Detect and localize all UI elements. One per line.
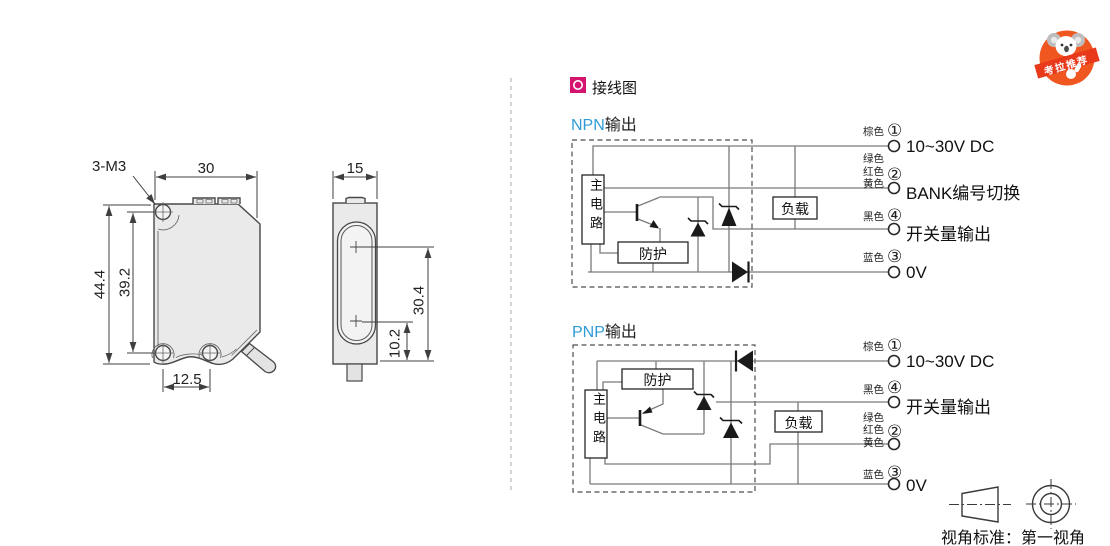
- koala-recommend-badge: [1034, 30, 1100, 86]
- npn-terminal-label: 开关量输出: [906, 225, 991, 244]
- pnp-emitter-arrow: [642, 406, 653, 414]
- thread-label: 3-M3: [92, 158, 127, 175]
- npn-load-label: 负载: [781, 201, 809, 217]
- npn-emitter-arrow: [649, 220, 659, 229]
- npn-load-box: [772, 196, 818, 220]
- pnp-load-box: [774, 410, 823, 433]
- pnp-main-circuit-label: 主电路: [591, 392, 606, 449]
- pnp-wire-color: 黑色: [863, 384, 884, 396]
- thread-leader-line: [132, 175, 156, 205]
- npn-zener1: [690, 222, 706, 237]
- npn-pin-number: ④: [887, 206, 903, 225]
- npn-circuit: [571, 139, 901, 288]
- page-title: 接线图: [592, 80, 638, 97]
- pnp-pin-number: ②: [887, 422, 903, 441]
- window-len-dim: 30.4: [410, 285, 428, 316]
- side-top-connector-bump: [345, 196, 366, 203]
- front-body-outline: [153, 203, 261, 366]
- pnp-terminal-label: 10~30V DC: [906, 352, 995, 371]
- pnp-circuit: [572, 344, 901, 493]
- section-bullet-icon: [570, 77, 586, 93]
- pnp-pin-number: ①: [887, 336, 903, 355]
- npn-wire-color: 蓝色: [863, 252, 884, 264]
- hole-pitch-h-dim: 12.5: [172, 371, 202, 388]
- pnp-protection-label: 防护: [643, 372, 672, 388]
- front-cable: [240, 342, 277, 374]
- pnp-wire-color: 绿色: [863, 411, 884, 424]
- npn-pin-number: ②: [887, 165, 903, 184]
- hole-pitch-v-dim: 39.2: [116, 267, 134, 298]
- height-dim: 44.4: [91, 269, 109, 300]
- npn-section-title: NPN输出: [571, 117, 637, 134]
- npn-terminals: [887, 139, 901, 279]
- pnp-terminal-label: 开关量输出: [906, 398, 991, 417]
- dimension-lines: [103, 171, 434, 392]
- window-offset-dim: 10.2: [386, 328, 404, 359]
- npn-sensor-boundary: [571, 139, 753, 288]
- pnp-diode: [737, 350, 753, 372]
- npn-terminal-label: BANK编号切换: [906, 184, 1021, 203]
- npn-main-circuit-box: [581, 174, 605, 245]
- npn-wire-color: 黄色: [863, 178, 884, 190]
- npn-diode: [732, 261, 748, 283]
- side-window-inner: [340, 225, 373, 341]
- side-cable-stub: [346, 363, 363, 382]
- pnp-terminal-label: 0V: [906, 476, 927, 495]
- npn-wire-color: 红色: [863, 165, 884, 178]
- npn-wire-color: 黑色: [863, 211, 884, 223]
- npn-wire-color: 绿色: [863, 153, 884, 165]
- first-angle-projection-symbol: [949, 479, 1076, 529]
- pnp-sensor-boundary: [572, 344, 756, 493]
- side-view-drawing: [332, 196, 378, 382]
- npn-protection-label: 防护: [639, 246, 667, 262]
- npn-main-circuit-label: 主电路: [588, 178, 603, 235]
- pnp-pin-number: ④: [887, 378, 903, 397]
- npn-terminal-label: 10~30V DC: [906, 137, 995, 156]
- npn-pin-number: ①: [887, 121, 903, 140]
- pnp-zener2: [723, 422, 739, 438]
- side-window-outer: [336, 221, 377, 345]
- front-view-drawing: [151, 197, 277, 374]
- pnp-zener1: [696, 396, 712, 410]
- pnp-wire-color: 棕色: [863, 341, 884, 353]
- optical-axis-markers: [350, 241, 362, 327]
- npn-zener2: [721, 207, 737, 226]
- npn-terminal-label: 0V: [906, 263, 927, 282]
- pnp-section-title: PNP输出: [572, 324, 637, 341]
- npn-pin-number: ③: [887, 247, 903, 266]
- pnp-load-label: 负载: [784, 415, 813, 431]
- projection-standard-label: 视角标准：第一视角: [941, 530, 1086, 546]
- badge-ribbon: [1034, 47, 1100, 79]
- pnp-terminals: [887, 354, 901, 491]
- pnp-wire-color: 黄色: [863, 436, 884, 449]
- depth-dim: 15: [346, 160, 364, 177]
- pnp-pin-number: ③: [887, 463, 903, 482]
- thumb-up-icon: [1066, 63, 1082, 79]
- pnp-main-circuit-box: [584, 389, 608, 459]
- width-dim: 30: [197, 160, 215, 177]
- pnp-wire-color: 蓝色: [863, 469, 884, 481]
- pnp-wire-color: 红色: [863, 424, 884, 436]
- npn-wire-color: 棕色: [863, 126, 884, 138]
- pnp-protection-box: [621, 368, 694, 390]
- npn-protection-box: [617, 241, 689, 264]
- front-screw-holes: [153, 202, 220, 363]
